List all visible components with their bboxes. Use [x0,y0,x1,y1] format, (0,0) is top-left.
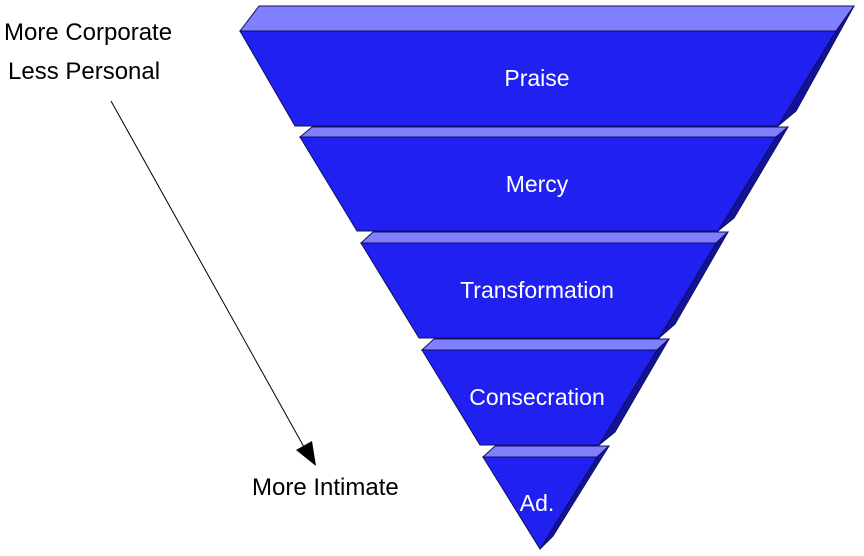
tier-front-face [360,242,717,339]
pyramid-tier-transformation[interactable]: Transformation [359,231,730,339]
tier-front-face [421,349,658,446]
pyramid-tier-mercy[interactable]: Mercy [298,126,790,232]
tier-label: Praise [504,65,569,91]
tier-top-face [238,5,855,32]
tier-label: Transformation [460,277,614,303]
tier-label: Ad. [520,490,555,516]
tier-top-face [359,231,730,244]
more-intimate-label: More Intimate [252,474,399,501]
pyramid-tier-ad[interactable]: Ad. [481,445,611,550]
tier-label: Mercy [506,171,569,197]
tier-top-face [420,338,671,351]
more-corporate-label: More Corporate [4,19,173,46]
tier-front-face [239,30,837,127]
less-personal-label: Less Personal [8,58,161,85]
tier-front-face [299,136,777,232]
tier-top-face [298,126,790,138]
diagonal-arrow-down-icon [110,100,316,466]
tier-top-face [481,445,611,458]
tier-label: Consecration [469,384,605,410]
pyramid-tier-consecration[interactable]: Consecration [420,338,671,446]
tier-front-face [482,456,598,550]
pyramid-tier-praise[interactable]: Praise [238,5,855,127]
